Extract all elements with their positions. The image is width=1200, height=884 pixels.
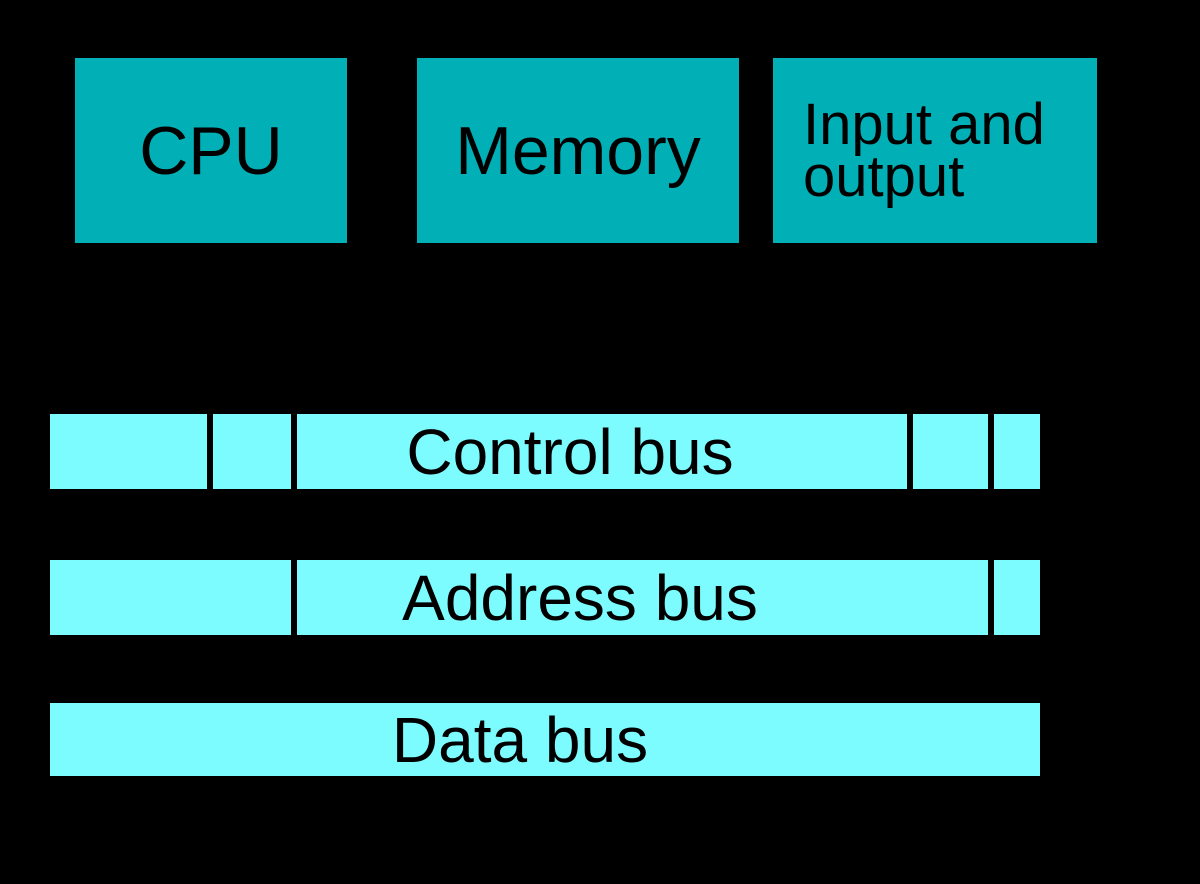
address-bus-segment — [297, 560, 988, 635]
address-bus: Address bus — [50, 560, 1040, 635]
address-bus-segment — [994, 560, 1040, 635]
data-bus: Data bus — [50, 703, 1040, 776]
data-bus-label: Data bus — [391, 703, 649, 776]
control-bus: Control bus — [50, 414, 1040, 489]
input-output-label: Input and output — [803, 91, 1045, 209]
control-bus-segment — [994, 414, 1040, 489]
address-bus-label: Address bus — [402, 561, 758, 634]
control-bus-segment — [213, 414, 291, 489]
input-output-box: Input and output — [773, 58, 1097, 243]
cpu-box: CPU — [75, 58, 347, 243]
memory-label: Memory — [455, 112, 701, 189]
control-bus-label: Control bus — [406, 415, 734, 488]
control-bus-segment — [913, 414, 988, 489]
memory-box: Memory — [417, 58, 739, 243]
data-bus-segment — [50, 703, 1040, 776]
control-bus-segment — [297, 414, 907, 489]
cpu-label: CPU — [139, 112, 283, 189]
address-bus-segment — [50, 560, 291, 635]
control-bus-segment — [50, 414, 207, 489]
